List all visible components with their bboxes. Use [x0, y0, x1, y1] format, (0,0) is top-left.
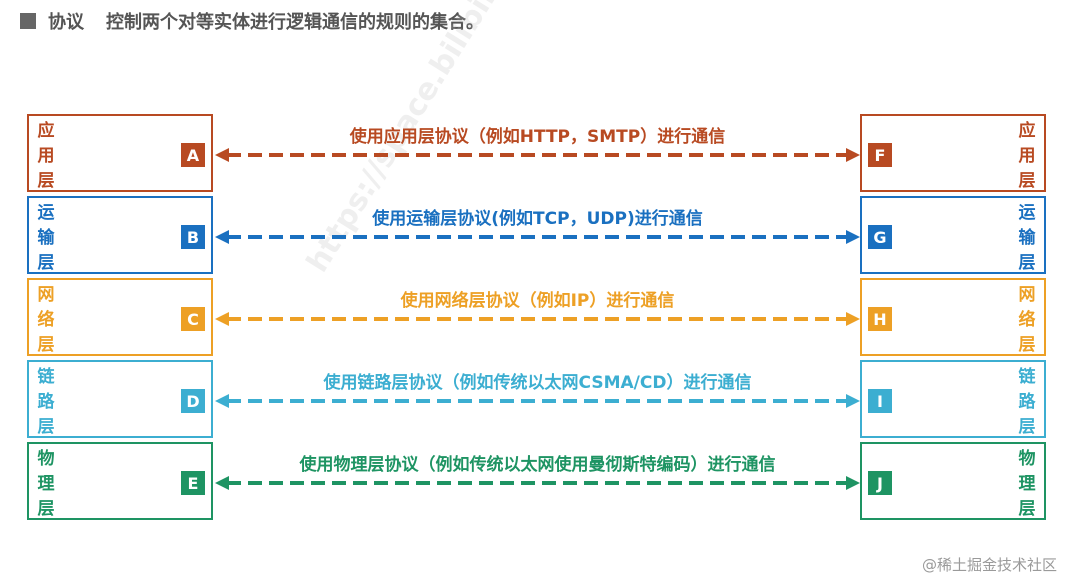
- right-layer-box: 运输层 G: [860, 196, 1046, 274]
- layer-name-char: 物: [1018, 449, 1036, 469]
- layer-name-char: 层: [1018, 335, 1036, 355]
- arrowhead-right: [846, 312, 860, 326]
- protocol-label: 使用运输层协议(例如TCP，UDP)进行通信: [372, 209, 703, 229]
- arrowhead-left: [215, 312, 229, 326]
- layer-name: 网络层: [35, 283, 57, 358]
- layer-name-char: 层: [37, 335, 55, 355]
- layer-name: 物理层: [35, 447, 57, 522]
- arrowhead-right: [846, 230, 860, 244]
- left-entity-badge: D: [181, 389, 205, 413]
- right-layer-box: 链路层 I: [860, 360, 1046, 438]
- watermark-corner: @稀土掘金技术社区: [922, 554, 1057, 575]
- left-layer-box: 运输层 B: [27, 196, 213, 274]
- layer-name-char: 路: [1018, 392, 1036, 412]
- layer-name-char: 网: [37, 285, 55, 305]
- layer-name: 应用层: [1016, 119, 1038, 194]
- header-term: 协议: [48, 12, 84, 33]
- arrowhead-left: [215, 148, 229, 162]
- layer-name-char: 链: [1018, 367, 1036, 387]
- left-layer-box: 物理层 E: [27, 442, 213, 520]
- layer-name: 运输层: [1016, 201, 1038, 276]
- layer-name-char: 络: [37, 310, 55, 330]
- layer-name-char: 理: [37, 474, 55, 494]
- layer-name-char: 层: [37, 171, 55, 191]
- page-header: 协议 控制两个对等实体进行逻辑通信的规则的集合。: [20, 8, 484, 34]
- arrowhead-left: [215, 230, 229, 244]
- header-square-icon: [20, 13, 36, 29]
- right-entity-badge: I: [868, 389, 892, 413]
- protocol-label: 使用网络层协议（例如IP）进行通信: [400, 291, 675, 311]
- layer-name: 物理层: [1016, 447, 1038, 522]
- layer-name-char: 络: [1018, 310, 1036, 330]
- layer-name-char: 层: [37, 499, 55, 519]
- layer-name: 应用层: [35, 119, 57, 194]
- layer-name-char: 层: [37, 253, 55, 273]
- layer-name-char: 运: [37, 203, 55, 223]
- arrowhead-right: [846, 394, 860, 408]
- protocol-label: 使用应用层协议（例如HTTP，SMTP）进行通信: [349, 127, 726, 147]
- right-entity-badge: J: [868, 471, 892, 495]
- right-layer-box: 物理层 J: [860, 442, 1046, 520]
- header-definition: 控制两个对等实体进行逻辑通信的规则的集合。: [106, 12, 484, 33]
- layer-name: 网络层: [1016, 283, 1038, 358]
- layer-name: 链路层: [35, 365, 57, 440]
- left-layer-box: 网络层 C: [27, 278, 213, 356]
- right-layer-box: 网络层 H: [860, 278, 1046, 356]
- arrowhead-left: [215, 394, 229, 408]
- layer-name-char: 层: [1018, 499, 1036, 519]
- left-entity-badge: E: [181, 471, 205, 495]
- layer-name-char: 网: [1018, 285, 1036, 305]
- left-entity-badge: C: [181, 307, 205, 331]
- layer-name-char: 用: [37, 146, 55, 166]
- layer-name-char: 路: [37, 392, 55, 412]
- right-layer-box: 应用层 F: [860, 114, 1046, 192]
- layer-name-char: 应: [37, 121, 55, 141]
- layer-name: 链路层: [1016, 365, 1038, 440]
- left-layer-box: 链路层 D: [27, 360, 213, 438]
- left-entity-badge: B: [181, 225, 205, 249]
- layer-name-char: 输: [37, 228, 55, 248]
- layer-name-char: 层: [37, 417, 55, 437]
- right-entity-badge: G: [868, 225, 892, 249]
- layer-name-char: 理: [1018, 474, 1036, 494]
- protocol-label: 使用链路层协议（例如传统以太网CSMA/CD）进行通信: [323, 373, 752, 393]
- layer-name: 运输层: [35, 201, 57, 276]
- arrowhead-right: [846, 148, 860, 162]
- layer-name-char: 输: [1018, 228, 1036, 248]
- layer-name-char: 运: [1018, 203, 1036, 223]
- layer-name-char: 链: [37, 367, 55, 387]
- layer-name-char: 层: [1018, 253, 1036, 273]
- layer-name-char: 用: [1018, 146, 1036, 166]
- layer-name-char: 应: [1018, 121, 1036, 141]
- layer-name-char: 层: [1018, 417, 1036, 437]
- arrowhead-left: [215, 476, 229, 490]
- watermark-corner-text: @稀土掘金技术社区: [921, 556, 1057, 574]
- arrowhead-right: [846, 476, 860, 490]
- right-entity-badge: H: [868, 307, 892, 331]
- layer-name-char: 层: [1018, 171, 1036, 191]
- right-entity-badge: F: [868, 143, 892, 167]
- layer-name-char: 物: [37, 449, 55, 469]
- left-entity-badge: A: [181, 143, 205, 167]
- protocol-label: 使用物理层协议（例如传统以太网使用曼彻斯特编码）进行通信: [299, 455, 776, 475]
- left-layer-box: 应用层 A: [27, 114, 213, 192]
